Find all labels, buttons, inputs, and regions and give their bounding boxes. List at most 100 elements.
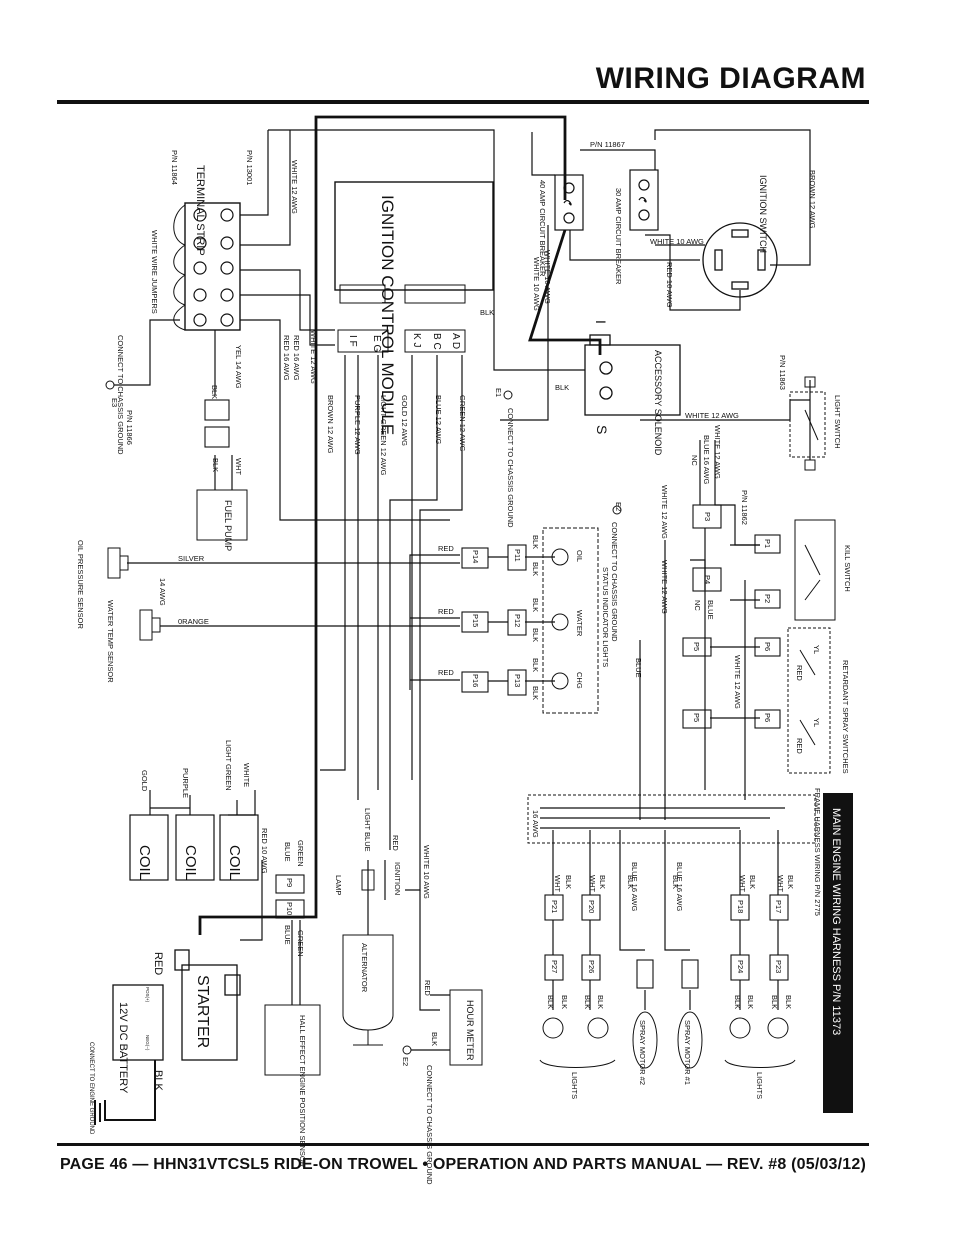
p6-label-a: P6 [763, 642, 772, 651]
harness-line-spray1 [664, 830, 690, 951]
blue-hall-b: BLUE [283, 925, 292, 945]
p4-label: P4 [703, 575, 712, 584]
red-p15: RED [438, 607, 454, 616]
fuel-blk-a: BLK [210, 385, 219, 399]
blk-chg-a: BLK [531, 658, 540, 672]
red-spray-a: RED [795, 665, 804, 681]
starter [174, 949, 241, 1061]
alternator-label: ALTERNATOR [360, 943, 369, 993]
p9-label: P9 [285, 878, 294, 887]
nc-p4: NC [693, 600, 702, 611]
yel-14-label: YEL 14 AWG [234, 345, 243, 389]
light-switch [789, 376, 826, 471]
red-16-label-b: RED 16 AWG [282, 335, 291, 381]
brown-12-right-label: BROWN 12 AWG [808, 170, 817, 229]
breaker-40-label: 40 AMP CIRCUIT BREAKER [538, 180, 547, 277]
fuel-pump [196, 489, 248, 541]
connector-if: I F [347, 335, 358, 347]
water-temp-sensor [139, 609, 161, 641]
e1-label: E1 [494, 388, 503, 397]
battery-cable [198, 115, 567, 935]
main-harness-bar [823, 793, 853, 1113]
blk-light-c: BLK [583, 995, 592, 1009]
light-green-label: LIGHT GREEN [224, 740, 233, 791]
p1-label: P1 [763, 539, 772, 548]
pn-11863-label: P/N 11863 [778, 355, 787, 390]
strip-wire-a [240, 130, 291, 246]
blk-light-g: BLK [770, 995, 779, 1009]
connector-kj: K J [411, 333, 422, 347]
white-loop-top [268, 129, 585, 371]
orange-label: 0RANGE [178, 617, 209, 626]
hall-effect-sensor [264, 1004, 321, 1076]
wht-p20: WHT [588, 875, 597, 892]
coil-2: COIL [182, 845, 199, 880]
blk-p21: BLK [564, 875, 573, 889]
blk-chg-b: BLK [531, 686, 540, 700]
red-alt-label: RED [391, 835, 400, 851]
bottom-rule [57, 1143, 869, 1146]
red-10-starter-label: RED 10 AWG [260, 828, 269, 874]
coil-3: COIL [226, 845, 243, 880]
circuit-breaker-40 [554, 174, 584, 231]
pos-plus-label: POS(+) [145, 987, 150, 1003]
yl-b: YL [812, 718, 821, 727]
p12-label: P12 [513, 614, 522, 627]
main-harness-label: MAIN ENGINE WIRING HARNESS P/N 11373 [830, 808, 842, 1035]
red-10-right-label: RED 10 AWG [665, 262, 674, 308]
starter-label: STARTER [194, 975, 211, 1048]
strip-wire-b [240, 269, 335, 331]
blk-battery-label: BLK [152, 1070, 164, 1091]
brown-12-wire [654, 129, 811, 266]
green-hall-a: GREEN [296, 840, 305, 867]
p5-label-a: P5 [692, 642, 701, 651]
frame-harness-box [527, 794, 816, 844]
page-title: WIRING DIAGRAM [595, 62, 866, 95]
lights-label-left: LIGHTS [570, 1072, 579, 1099]
white-wire-jumpers-label: WHITE WIRE JUMPERS [150, 230, 159, 314]
p20-label: P20 [587, 900, 596, 913]
white-12-label-b: WHITE 12 AWG [309, 330, 318, 384]
oil-pressure-sensor [107, 547, 129, 579]
status-lights-label: STATUS INDICATOR LIGHTS [601, 567, 610, 667]
blue-p4: BLUE [706, 600, 715, 620]
battery-ground [104, 1060, 156, 1121]
ignition-switch-label: IGNITION SWITCH [758, 175, 768, 253]
connect-ground-hour: CONNECT TO CHASSIS GROUND [425, 1065, 434, 1185]
connector-eg: E G [371, 335, 382, 352]
white-12-p3: WHITE 12 AWG [713, 425, 722, 479]
blk-light-f: BLK [746, 995, 755, 1009]
retardant-spray-switches [787, 627, 831, 774]
blk-water-a: BLK [531, 598, 540, 612]
white-te-10-label: WHITE 10 AWG [650, 237, 704, 246]
blk-water-b: BLK [531, 628, 540, 642]
connect-engine-ground: CONNECT TO ENGINE GROUND [88, 1042, 94, 1135]
hour-meter [449, 989, 483, 1066]
coil-1: COIL [136, 845, 153, 880]
accessory-solenoid-label: ACCESSORY SOLENOID [653, 350, 663, 456]
strip-wire-d [240, 319, 450, 521]
status-indicator-lights [542, 527, 599, 714]
gold-label: GOLD [140, 770, 149, 792]
blue-hall-a: BLUE [283, 842, 292, 862]
spray-motor-1-label: SPRAY MOTOR #1 [683, 1020, 692, 1085]
blk-spray1: BLK [671, 875, 680, 889]
brown-12-column [320, 355, 346, 771]
hall-effect-label: HALL EFFECT ENGINE POSITION SENSOR [298, 1015, 307, 1168]
green-12-label: GREEN 12 AWG [458, 395, 467, 452]
kill-switch [794, 519, 836, 621]
blk-light-d: BLK [596, 995, 605, 1009]
blk-light-h: BLK [784, 995, 793, 1009]
red-p14-p16 [409, 554, 460, 690]
solenoid-i: I [593, 320, 609, 324]
awg-14-label: 14 AWG [158, 578, 167, 606]
red-10-wire [645, 234, 741, 311]
blk-p17: BLK [786, 875, 795, 889]
hour-meter-label: HOUR METER [465, 1000, 475, 1061]
spray-motor-2-label: SPRAY MOTOR #2 [638, 1020, 647, 1085]
light-green-12-label: LIGHT GREEN 12 AWG [379, 395, 388, 476]
p13-label: P13 [513, 674, 522, 687]
strip-wire-c [240, 294, 335, 346]
p3-label: P3 [703, 512, 712, 521]
e3-label: E3 [110, 398, 119, 407]
